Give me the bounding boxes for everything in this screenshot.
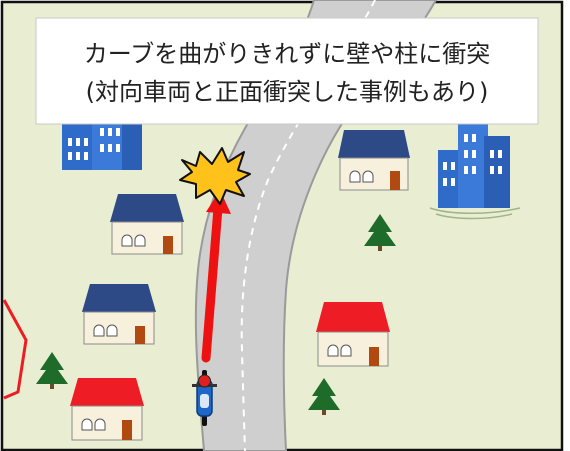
- tree-icon: [364, 214, 396, 251]
- tree-icon: [36, 352, 68, 389]
- house-upper-right: [338, 130, 410, 191]
- left-edge-red-mark: [2, 299, 28, 400]
- house-red-bottom-left: [70, 378, 144, 441]
- house-lower-left: [82, 284, 156, 345]
- caption-line-2: (対向車両と正面衝突した事例もあり): [86, 78, 489, 106]
- motorcycle-icon: [192, 370, 217, 426]
- caption-box: カーブを曲がりきれずに壁や柱に衝突 (対向車両と正面衝突した事例もあり): [35, 17, 539, 125]
- house-middle-left: [110, 194, 184, 255]
- tree-icon: [308, 378, 340, 415]
- caption-line-1: カーブを曲がりきれずに壁や柱に衝突: [84, 40, 491, 68]
- impact-burst-icon: [179, 147, 251, 205]
- building-right: [429, 120, 521, 220]
- house-red-right: [316, 302, 390, 367]
